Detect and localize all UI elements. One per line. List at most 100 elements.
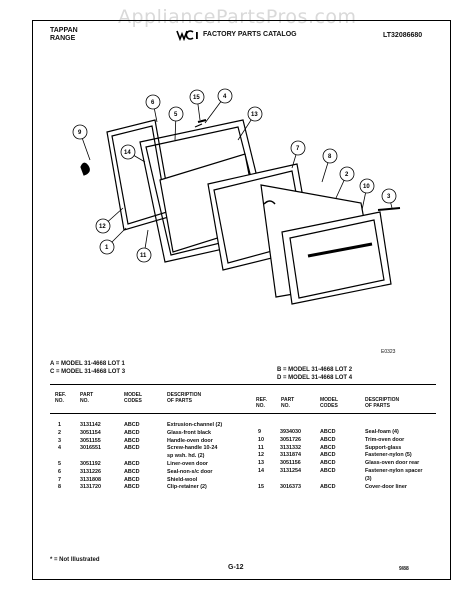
part-number-cell: 3051192 — [80, 461, 101, 467]
wci-logo-icon — [176, 30, 198, 41]
description-cell: Seal-foam (4) — [365, 429, 399, 435]
callout-15: 15 — [193, 95, 200, 101]
description-cell: Cover-door liner — [365, 483, 407, 490]
watermark: AppliancePartsPros.com — [118, 6, 357, 28]
header-ref-left: REF.NO. — [55, 392, 66, 404]
part-number-cell: 3934030 — [280, 429, 301, 435]
model-codes-cell: ABCD — [320, 444, 336, 451]
description-cell: Clip-retainer (2) — [167, 484, 207, 491]
part-number-cell: 3131226 — [80, 468, 101, 475]
description-cell: sp wsh. hd. (2) — [167, 453, 205, 460]
part-number-cell: 3131254 — [280, 468, 301, 474]
model-codes-cell: ABCD — [124, 476, 140, 483]
callout-3: 3 — [387, 194, 391, 200]
description-cell: Glass-oven door rear — [365, 460, 420, 467]
model-codes-cell: ABCD — [124, 468, 140, 475]
part-number-cell: 3051156 — [280, 460, 301, 467]
callout-12: 12 — [99, 224, 106, 230]
ref-cell: 6 — [58, 468, 61, 475]
ref-cell: 14 — [258, 468, 264, 474]
model-codes-cell: ABCD — [320, 483, 336, 490]
ref-cell: 9 — [258, 429, 261, 435]
description-cell: Fastener-nylon (5) — [365, 452, 412, 459]
brand-line-1: TAPPAN — [50, 27, 78, 34]
model-codes-cell: ABCD — [320, 460, 336, 467]
ref-cell: 12 — [258, 452, 264, 459]
callout-1: 1 — [105, 245, 109, 251]
page-number: G-12 — [228, 564, 244, 571]
callout-11: 11 — [140, 253, 147, 259]
description-cell: Trim-oven door — [365, 436, 405, 443]
description-cell: Shield-wool — [167, 476, 198, 483]
model-codes-cell: ABCD — [124, 484, 140, 491]
ref-cell: 7 — [58, 476, 61, 483]
brand-line-2: RANGE — [50, 35, 76, 42]
door-trim-part — [281, 211, 392, 305]
document-number: LT32086680 — [383, 32, 423, 39]
model-codes-cell: ABCD — [124, 422, 140, 428]
description-cell: Glass-front black — [167, 429, 212, 436]
model-codes-cell: ABCD — [320, 468, 336, 474]
part-number-cell: 3016373 — [280, 483, 301, 490]
part-number-cell: 3051154 — [80, 429, 101, 436]
callout-bubbles: 9 6 15 4 5 13 14 7 8 2 10 3 12 1 11 — [72, 88, 397, 263]
model-codes-cell: ABCD — [124, 461, 140, 467]
part-number-cell: 3131874 — [280, 452, 301, 459]
part-number-cell: 3131142 — [80, 422, 101, 428]
model-legend-b: B = MODEL 31-4668 LOT 2 — [277, 367, 353, 373]
part-number-cell: 3016551 — [80, 445, 101, 452]
catalog-title: FACTORY PARTS CATALOG — [203, 31, 297, 38]
page-frame — [32, 20, 451, 580]
ref-cell: 5 — [58, 461, 61, 467]
ref-cell: 1 — [58, 422, 61, 428]
model-codes-cell: ABCD — [320, 452, 336, 459]
brand-block: TAPPAN RANGE — [50, 27, 78, 43]
callout-10: 10 — [363, 184, 370, 190]
part-number-cell: 3131332 — [280, 444, 301, 451]
callout-5: 5 — [174, 112, 178, 118]
table-top-rule — [50, 384, 436, 385]
part-number-cell: 3131808 — [80, 476, 101, 483]
description-cell: Handle-oven door — [167, 437, 213, 444]
model-legend-a: A = MODEL 31-4668 LOT 1 — [50, 361, 125, 367]
catalog-date: 9/88 — [399, 566, 409, 572]
ref-cell: 11 — [258, 444, 264, 451]
model-codes-cell: ABCD — [320, 429, 336, 435]
ref-cell: 15 — [258, 483, 264, 490]
callout-13: 13 — [251, 112, 258, 118]
model-codes-cell: ABCD — [320, 436, 336, 443]
callout-6: 6 — [151, 100, 155, 106]
part-number-cell: 3131720 — [80, 484, 101, 491]
callout-8: 8 — [328, 154, 332, 160]
header-ref-right: REF.NO. — [256, 397, 267, 409]
ref-cell: 3 — [58, 437, 61, 444]
description-cell: (3) — [365, 475, 372, 482]
ref-cell: 10 — [258, 436, 264, 443]
model-legend-d: D = MODEL 31-4668 LOT 4 — [277, 375, 353, 381]
callout-7: 7 — [296, 146, 300, 152]
callout-9: 9 — [78, 130, 82, 136]
ref-cell: 13 — [258, 460, 264, 467]
callout-14: 14 — [124, 150, 131, 156]
ref-cell: 4 — [58, 445, 61, 452]
model-codes-cell: ABCD — [124, 445, 140, 452]
model-legend-c: C = MODEL 31-4668 LOT 3 — [50, 369, 126, 375]
part-number-cell: 3051726 — [280, 436, 301, 443]
description-cell: Liner-oven door — [167, 461, 209, 467]
part-number-cell: 3051155 — [80, 437, 101, 444]
ref-cell: 2 — [58, 429, 61, 436]
callout-4: 4 — [223, 94, 227, 100]
ref-cell: 8 — [58, 484, 61, 491]
description-cell: Support-glass — [365, 444, 402, 451]
description-cell: Seal-non-s/c door — [167, 468, 213, 475]
callout-2: 2 — [345, 172, 349, 178]
footnote: * = Not Illustrated — [50, 557, 100, 563]
description-cell: Screw-handle 10-24 — [167, 445, 218, 452]
